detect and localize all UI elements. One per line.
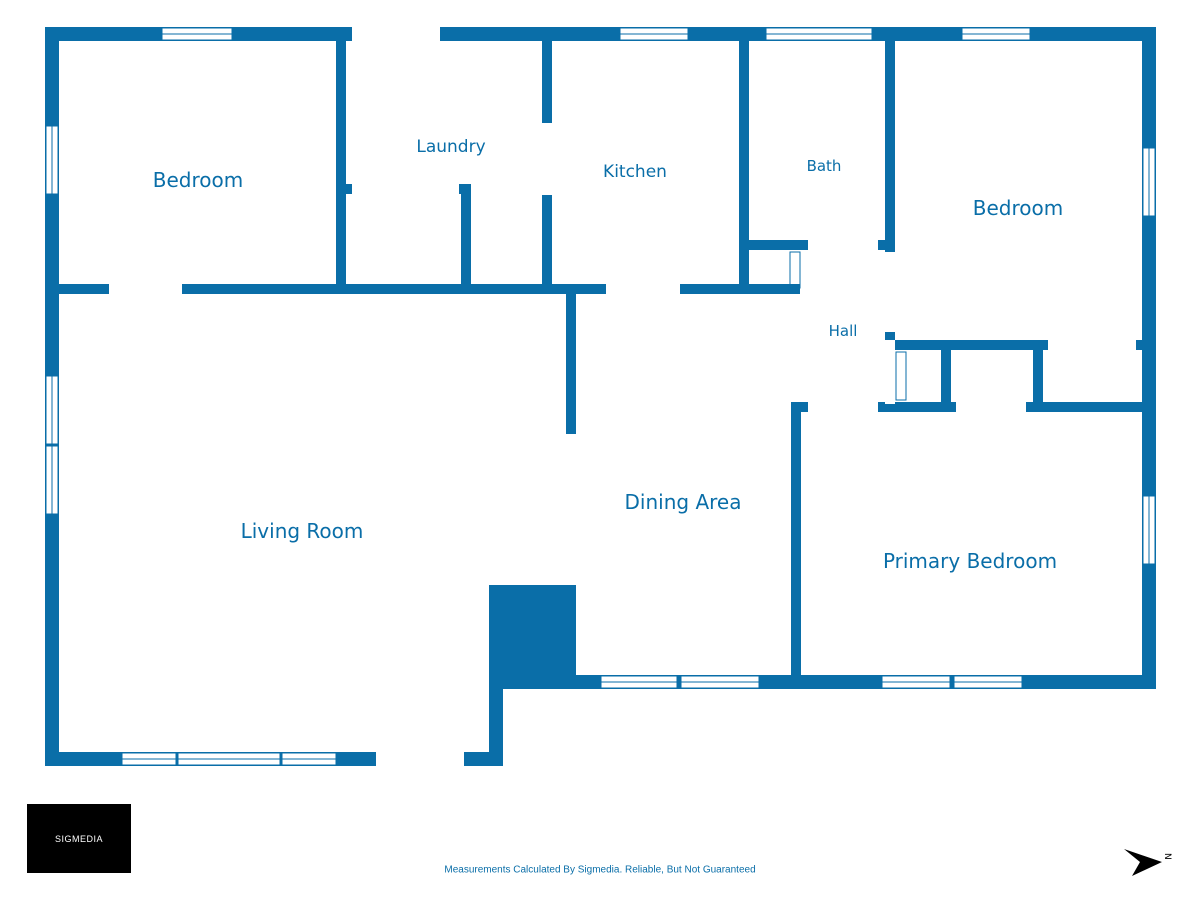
wall-bedroom-living-b (182, 284, 606, 294)
label-laundry: Laundry (416, 137, 486, 157)
opening-bath-bottom (808, 240, 878, 250)
wall-kitchen-bath (739, 41, 749, 285)
hall-threshold-left (789, 251, 801, 289)
wall-bedroom1-right (336, 41, 346, 294)
wall-kitchen-hall (680, 284, 800, 294)
wall-bath-bedroom2 (885, 41, 895, 353)
wall-bedroom2-bottom (885, 340, 1150, 350)
wall-closet-a (941, 344, 951, 412)
wall-closet-b (1033, 344, 1043, 412)
walls (45, 27, 1156, 766)
sigmedia-logo: SIGMEDIA (27, 804, 131, 873)
opening-hall-primary (808, 402, 878, 412)
compass-label: N (1162, 853, 1172, 860)
wall-closet-right (461, 184, 471, 294)
openings (352, 27, 1136, 766)
thresholds (789, 251, 907, 401)
wall-top (45, 27, 1156, 41)
opening-closet-bedroom2 (1048, 340, 1136, 350)
logo-text: SIGMEDIA (54, 833, 103, 844)
windows (45, 27, 1156, 766)
opening-bedroom2-closet (885, 340, 895, 404)
label-dining-area: Dining Area (624, 490, 742, 514)
wall-primary-left (791, 402, 801, 689)
wall-step-vertical (489, 675, 503, 766)
opening-living-bottom (376, 752, 464, 766)
label-bedroom-2: Bedroom (972, 196, 1064, 220)
opening-hall-bedroom2 (885, 252, 895, 332)
label-primary-bedroom: Primary Bedroom (882, 549, 1058, 573)
disclaimer-text: Measurements Calculated By Sigmedia. Rel… (444, 864, 756, 876)
label-kitchen: Kitchen (603, 162, 667, 182)
opening-closet-primary (956, 402, 1026, 412)
hall-threshold-closet (895, 351, 907, 401)
label-living-room: Living Room (240, 519, 364, 543)
label-hall: Hall (828, 322, 858, 340)
wall-bedroom-living-a (59, 284, 109, 294)
opening-closet-top (352, 184, 459, 194)
north-arrow-icon: N (1124, 849, 1172, 876)
opening-laundry-kitchen (542, 123, 552, 195)
label-bath: Bath (806, 157, 842, 175)
opening-laundry-top (352, 27, 440, 41)
wall-right (1142, 27, 1156, 689)
label-bedroom-1: Bedroom (152, 168, 244, 192)
fireplace (489, 585, 576, 689)
wall-dining-partial (566, 290, 576, 434)
